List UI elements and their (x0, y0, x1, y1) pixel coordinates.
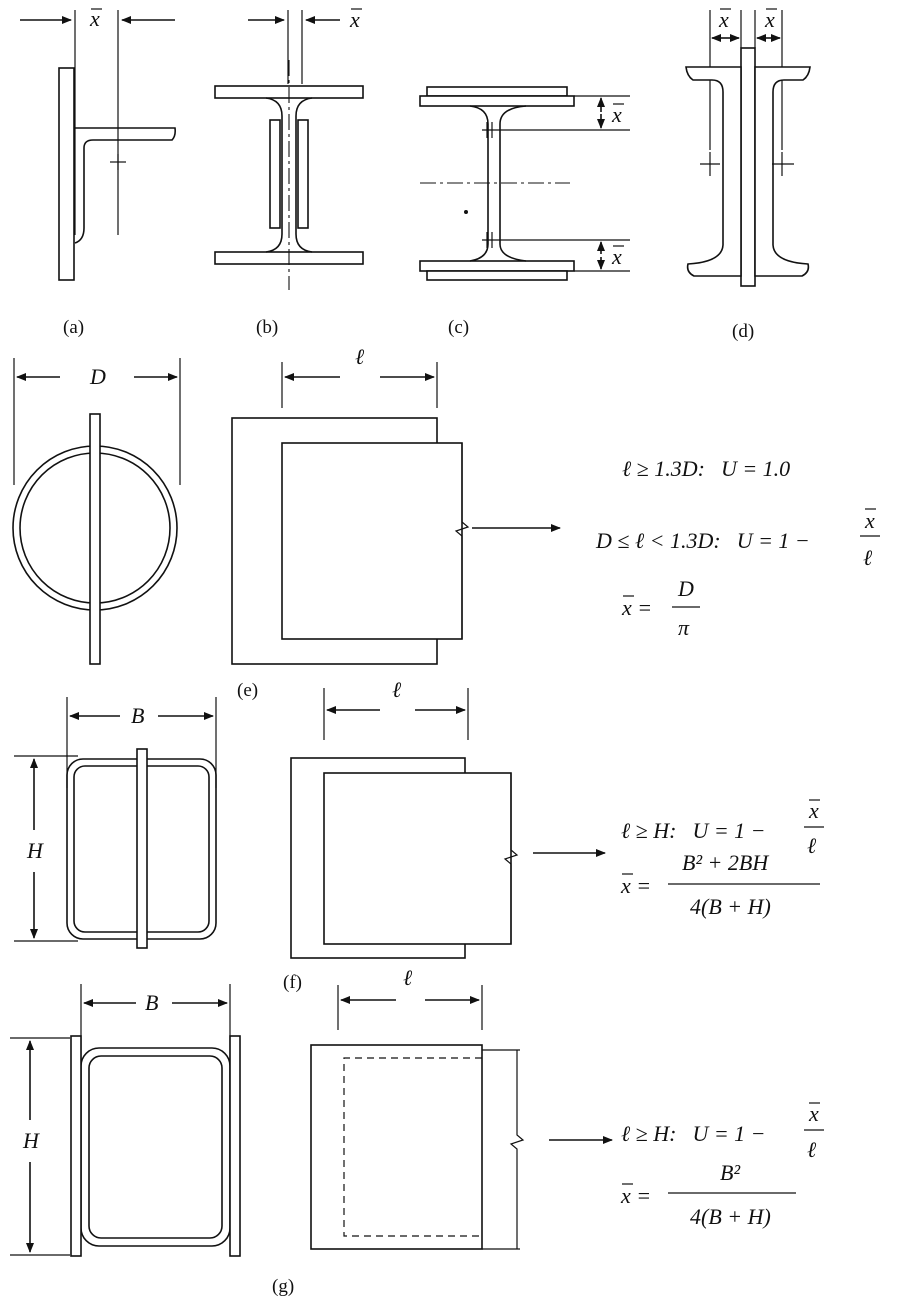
svg-text:B²: B² (720, 1160, 740, 1185)
diagram-e: D ℓ (e) ℓ ≥ 1.3D:U = 1.0 D ≤ ℓ < 1.3D:U … (12, 344, 880, 701)
xbar-label-c-top: x (611, 102, 622, 127)
dim-B-label-f: B (131, 703, 144, 728)
diagram-f: B H ℓ (f) ℓ ≥ H:U = 1 − x ℓ x = B² + 2BH… (14, 677, 824, 993)
svg-text:x =: x = (621, 595, 652, 620)
diagram-d: x x (d) (685, 7, 811, 342)
svg-text:B² + 2BH: B² + 2BH (682, 850, 769, 875)
svg-text:x =: x = (620, 1183, 651, 1208)
svg-text:D: D (677, 576, 694, 601)
svg-text:π: π (678, 615, 690, 640)
diagram-b: x (b) (214, 7, 364, 338)
xbar-label-c-bottom: x (611, 244, 622, 269)
dim-H-label-g: H (22, 1128, 40, 1153)
dim-H-label-f: H (26, 838, 44, 863)
svg-text:x =: x = (620, 873, 651, 898)
dim-B-label-g: B (145, 990, 158, 1015)
svg-text:ℓ: ℓ (863, 545, 873, 570)
dim-ell-label-g: ℓ (403, 965, 413, 990)
svg-text:ℓ: ℓ (807, 1137, 817, 1162)
caption-a: (a) (63, 317, 84, 338)
xbar-label-b: x (349, 7, 360, 32)
svg-text:4(B + H): 4(B + H) (690, 894, 771, 919)
caption-e: (e) (237, 680, 258, 701)
caption-f: (f) (283, 972, 302, 993)
diagram-g: B H ℓ (g) ℓ ≥ H:U = 1 − x ℓ x = B² 4(B +… (10, 965, 824, 1297)
svg-text:4(B + H): 4(B + H) (690, 1204, 771, 1229)
svg-text:ℓ ≥ H:U = 1 −: ℓ ≥ H:U = 1 − (621, 818, 766, 843)
caption-g: (g) (272, 1276, 294, 1297)
caption-d: (d) (732, 321, 754, 342)
svg-text:x: x (808, 798, 819, 823)
caption-b: (b) (256, 317, 278, 338)
svg-text:x: x (808, 1101, 819, 1126)
xbar-label-d-right: x (764, 7, 775, 32)
xbar-label-a: x (89, 6, 100, 31)
xbar-label-d-left: x (718, 7, 729, 32)
dim-ell-label-e: ℓ (355, 344, 365, 369)
svg-text:ℓ ≥ H:U = 1 −: ℓ ≥ H:U = 1 − (621, 1121, 766, 1146)
diagram-c: x x (c) (419, 86, 630, 338)
svg-text:D ≤ ℓ < 1.3D:U = 1 −: D ≤ ℓ < 1.3D:U = 1 − (595, 528, 810, 553)
svg-text:ℓ: ℓ (807, 833, 817, 858)
dim-D-label: D (89, 364, 106, 389)
svg-text:x: x (864, 508, 875, 533)
dim-ell-label-f: ℓ (392, 677, 402, 702)
diagram-a: x (a) (20, 6, 176, 338)
svg-text:ℓ ≥ 1.3D:U = 1.0: ℓ ≥ 1.3D:U = 1.0 (622, 456, 790, 481)
caption-c: (c) (448, 317, 469, 338)
